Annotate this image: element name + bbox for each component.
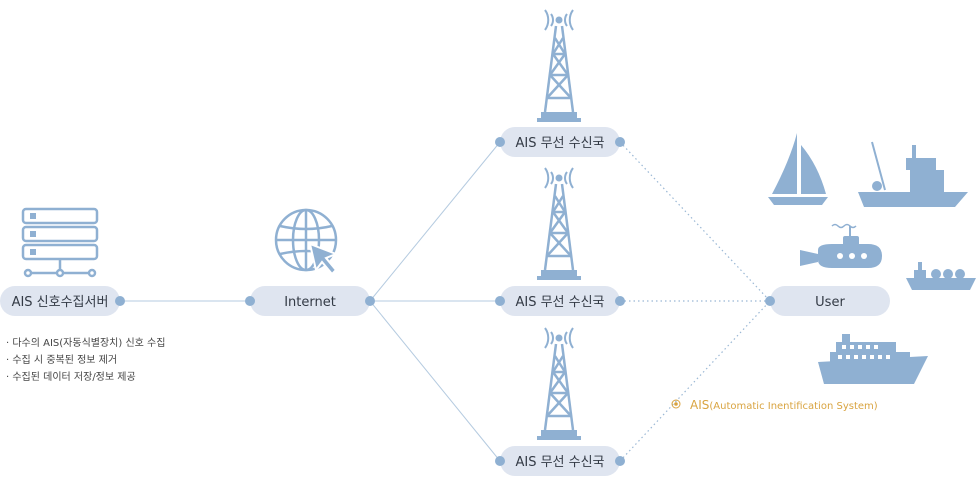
radio-link-bottom-user: [619, 300, 771, 462]
server-icon: [21, 207, 99, 278]
node-station-top-label: AIS 무선 수신국: [515, 136, 604, 151]
radio-tower-icon-mid: [535, 166, 583, 282]
connections: [120, 141, 771, 462]
radio-tower-icon-top: [535, 8, 583, 124]
globe-cursor-icon: [274, 208, 339, 276]
fishing-boat-icon: [858, 141, 968, 207]
ais-legend-abbr: AIS: [690, 398, 710, 412]
node-station-mid-label: AIS 무선 수신국: [515, 295, 604, 310]
server-note-1: · 다수의 AIS(자동식별장치) 신호 수집: [6, 338, 166, 349]
link-internet-station-top: [369, 141, 501, 302]
cruise-ship-icon: [818, 334, 928, 384]
server-note-2: · 수집 시 중복된 정보 제거: [6, 355, 118, 366]
sailboat-icon: [768, 133, 828, 205]
node-server-label: AIS 신호수집서버: [12, 295, 109, 310]
node-user[interactable]: User: [765, 286, 890, 316]
tanker-ship-icon: [906, 262, 976, 290]
node-user-label: User: [815, 295, 845, 310]
node-server[interactable]: AIS 신호수집서버: [0, 286, 125, 316]
ais-legend-full: (Automatic Inentification System): [709, 401, 878, 412]
radio-tower-icon-bottom: [535, 326, 583, 442]
node-station-bottom[interactable]: AIS 무선 수신국: [495, 446, 625, 476]
ais-legend: AIS(Automatic Inentification System): [690, 398, 878, 412]
legend-marker: [671, 399, 681, 409]
node-station-bottom-label: AIS 무선 수신국: [515, 455, 604, 470]
link-internet-station-bottom: [369, 300, 501, 462]
node-station-top[interactable]: AIS 무선 수신국: [495, 127, 625, 157]
submarine-icon: [800, 223, 882, 268]
node-internet-label: Internet: [284, 295, 336, 310]
node-station-mid[interactable]: AIS 무선 수신국: [495, 286, 625, 316]
node-internet[interactable]: Internet: [245, 286, 375, 316]
radio-link-top-user: [619, 141, 771, 302]
server-note-3: · 수집된 데이터 저장/정보 제공: [6, 372, 136, 383]
